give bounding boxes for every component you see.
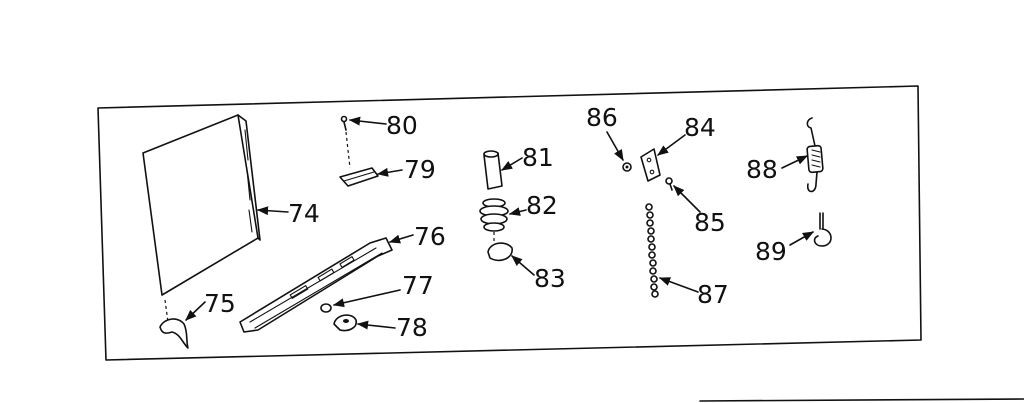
callout-83: 83 bbox=[534, 264, 566, 293]
callout-88: 88 bbox=[746, 155, 778, 184]
part-76-rail bbox=[239, 234, 414, 333]
part-77-washer bbox=[320, 289, 401, 313]
callout-87: 87 bbox=[697, 280, 729, 309]
part-78-nut bbox=[333, 314, 396, 332]
callout-84: 84 bbox=[684, 113, 716, 142]
part-82-caster bbox=[479, 198, 527, 242]
callout-79: 79 bbox=[404, 155, 436, 184]
part-89-hook bbox=[789, 212, 832, 247]
part-79-bracket bbox=[339, 167, 403, 187]
part-81-sleeve bbox=[483, 150, 523, 190]
callout-76: 76 bbox=[414, 222, 446, 251]
part-84-plate bbox=[640, 134, 686, 182]
part-85-screw bbox=[665, 177, 701, 213]
callout-80: 80 bbox=[386, 111, 418, 140]
bottom-rule bbox=[699, 398, 1024, 402]
part-88-spring bbox=[781, 117, 824, 193]
callout-74: 74 bbox=[288, 199, 320, 228]
part-86-nut bbox=[606, 131, 632, 172]
diagram-frame bbox=[97, 85, 922, 361]
callout-86: 86 bbox=[586, 103, 618, 132]
callout-77: 77 bbox=[402, 271, 434, 300]
callout-89: 89 bbox=[755, 237, 787, 266]
callout-82: 82 bbox=[526, 191, 558, 220]
part-83-cap bbox=[487, 242, 535, 276]
callout-78: 78 bbox=[396, 313, 428, 342]
callout-81: 81 bbox=[522, 143, 554, 172]
part-75-clip bbox=[159, 299, 206, 349]
callout-85: 85 bbox=[694, 208, 726, 237]
callout-75: 75 bbox=[204, 289, 236, 318]
part-87-chain bbox=[645, 203, 699, 298]
part-80-screw bbox=[340, 115, 387, 169]
part-74-panel bbox=[142, 114, 289, 296]
